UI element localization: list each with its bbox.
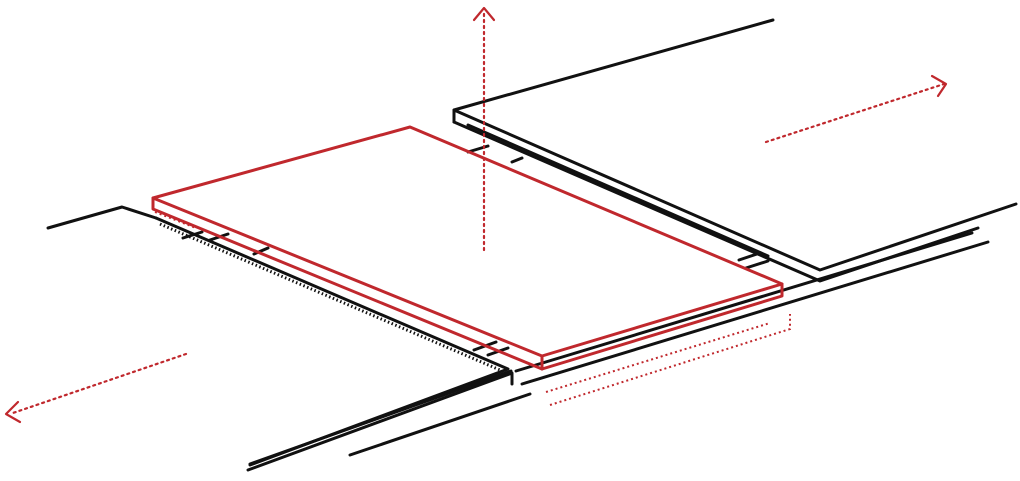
leaf-guide-front-inner bbox=[545, 322, 771, 393]
leaf-guides bbox=[154, 211, 791, 406]
leaf-guide-left bbox=[154, 211, 197, 229]
leaf-guide-front bbox=[549, 314, 791, 406]
leaf-left-thickness bbox=[151, 196, 544, 371]
tie-left-1 bbox=[181, 230, 204, 240]
tie-right-3 bbox=[737, 251, 762, 262]
rail-bottom-right bbox=[348, 392, 532, 457]
arrowhead-right bbox=[930, 74, 948, 98]
left-half-top-edge bbox=[46, 205, 158, 230]
arrowhead-left bbox=[4, 400, 22, 424]
slide-rails bbox=[248, 231, 990, 466]
tie-right-4 bbox=[744, 259, 770, 270]
rail-front-upper bbox=[514, 231, 974, 373]
extension-leaf bbox=[151, 125, 784, 371]
arrow-up bbox=[472, 6, 496, 252]
rail-bottom-left bbox=[248, 369, 513, 466]
right-half-near-edge bbox=[452, 108, 1018, 272]
left-half-bottom-edge bbox=[246, 371, 514, 472]
left-half-joint-teeth bbox=[159, 222, 501, 372]
motion-arrows bbox=[4, 6, 948, 424]
rail-front-lower bbox=[520, 240, 990, 386]
arrowhead-up bbox=[472, 6, 496, 22]
arrow-left bbox=[4, 352, 188, 424]
right-half-lower-rail bbox=[466, 123, 770, 258]
tie-right-2 bbox=[510, 156, 524, 164]
leaf-right-thickness bbox=[540, 282, 784, 371]
arrow-right bbox=[764, 74, 948, 144]
